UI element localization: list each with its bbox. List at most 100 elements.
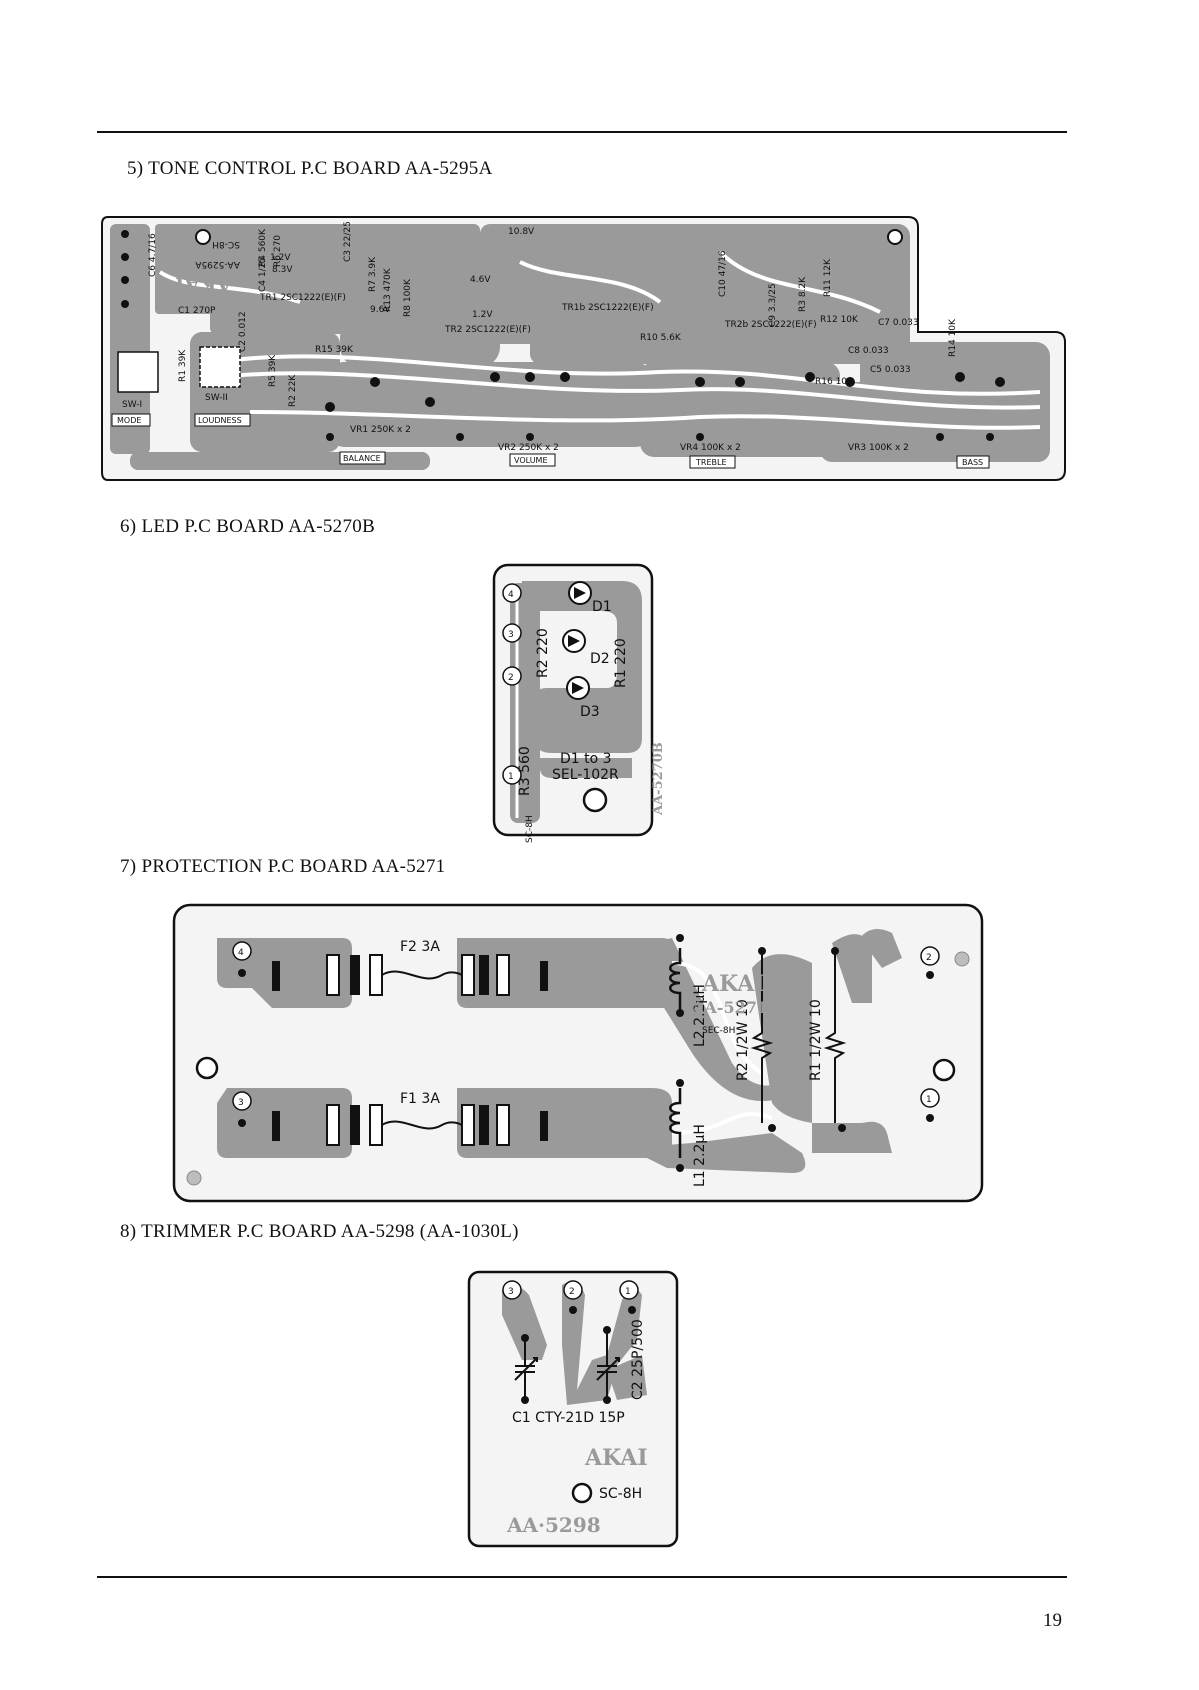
led-board-number: AA-5270B xyxy=(651,742,666,816)
tone-part-c4: C4 1/25 xyxy=(258,257,268,292)
tone-voltage-3: 9.6V xyxy=(370,305,391,315)
led-d3-label: D3 xyxy=(580,704,600,720)
trimmer-terminal-1: 1 xyxy=(625,1287,631,1297)
mode-label: MODE xyxy=(117,416,141,425)
balance-label: BALANCE xyxy=(343,454,381,463)
inductor-l2-label: L2 2.2μH xyxy=(692,984,708,1047)
led-d1-label: D1 xyxy=(592,599,612,615)
tone-board-copper xyxy=(110,224,1050,470)
tone-control-board: AKAI AA-5295A SC-8H TR1 2SC1222(E)(F) TR… xyxy=(101,216,1066,481)
tone-voltage-1: 8.3V xyxy=(272,265,293,275)
tone-voltage-6: 10.8V xyxy=(508,227,535,237)
protection-board-number: AA-5271 xyxy=(691,998,768,1017)
section-title-trimmer: 8) TRIMMER P.C BOARD AA-5298 (AA-1030L) xyxy=(120,1221,519,1242)
trimmer-c2-label: C2 25P/500 xyxy=(630,1319,646,1400)
led-d2-label: D2 xyxy=(590,651,610,667)
tone-part-c2: C2 0.012 xyxy=(238,311,248,352)
tone-sw2 xyxy=(199,346,241,388)
tone-part-r13: R13 470K xyxy=(383,267,393,312)
protection-series: SEC-8H xyxy=(702,1026,735,1036)
led-d1-symbol xyxy=(568,581,592,605)
protection-terminals xyxy=(232,941,940,1111)
led-terminals xyxy=(502,583,522,785)
tone-board-pads xyxy=(121,230,1005,441)
fuse-f2-label: F2 3A xyxy=(400,939,440,955)
tone-tr1: TR1 2SC1222(E)(F) xyxy=(259,293,346,303)
tone-part-c6: C6 4.7/16 xyxy=(148,233,158,277)
tone-voltage-5: 1.2V xyxy=(472,310,493,320)
tone-part-c10: C10 47/16 xyxy=(718,250,728,297)
inductor-l1 xyxy=(669,1088,682,1158)
page-number: 19 xyxy=(1043,1610,1062,1631)
led-mount-hole xyxy=(582,787,608,813)
tone-voltage-4: 4.6V xyxy=(470,275,491,285)
led-d2-symbol xyxy=(562,629,586,653)
tone-part-c3: C3 22/25 xyxy=(343,221,353,262)
vr3-label: VR3 100K x 2 xyxy=(848,443,909,453)
led-d3-symbol xyxy=(566,676,590,700)
led-board: 4 3 2 1 D1 D2 D3 R2 220 R1 220 R3 560 D1… xyxy=(492,563,666,843)
trimmer-c1-symbol xyxy=(514,1338,538,1400)
vr4-label: VR4 100K x 2 xyxy=(680,443,741,453)
tone-logo: AKAI xyxy=(175,273,233,297)
protection-terminal-4: 4 xyxy=(238,948,244,958)
led-r3-label: R3 560 xyxy=(517,746,533,796)
fuse-f1-label: F1 3A xyxy=(400,1091,440,1107)
protection-corner-dot xyxy=(186,1170,202,1186)
tone-tr2: TR2 2SC1222(E)(F) xyxy=(444,325,531,335)
tone-part-c1: C1 270P xyxy=(178,306,216,316)
tone-mount-hole-right xyxy=(887,229,903,245)
resistor-r2 xyxy=(750,953,774,1123)
trimmer-terminals xyxy=(502,1280,639,1300)
inductor-l2 xyxy=(669,948,682,1013)
resistor-r2-label: R2 1/2W 10 xyxy=(735,999,751,1081)
led-terminal-3: 3 xyxy=(508,630,514,640)
protection-board-traces xyxy=(671,961,773,1135)
vr1-label: VR1 250K x 2 xyxy=(350,425,411,435)
led-r2-label: R2 220 xyxy=(535,628,551,678)
led-terminal-4: 4 xyxy=(508,590,514,600)
trimmer-terminal-2: 2 xyxy=(569,1287,575,1297)
led-r1-label: R1 220 xyxy=(613,638,629,688)
led-terminal-2: 2 xyxy=(508,673,514,683)
tone-part-c7: C7 0.033 xyxy=(878,318,919,328)
tone-part-r2: R2 22K xyxy=(288,374,298,407)
tone-board-traces xyxy=(158,250,1041,430)
trimmer-board-number: AA·5298 xyxy=(506,1513,601,1537)
tone-part-c9: C9 3.3/25 xyxy=(768,283,778,327)
treble-label: TREBLE xyxy=(695,458,727,467)
tone-sw2-label: SW-II xyxy=(205,393,228,403)
tone-part-r6: R6 270 xyxy=(273,235,283,267)
volume-label: VOLUME xyxy=(514,456,548,465)
tone-part-c5: C5 0.033 xyxy=(870,365,911,375)
protection-logo: AKAI xyxy=(701,971,765,997)
tone-tr1b: TR1b 2SC1222(E)(F) xyxy=(561,303,654,313)
resistor-r1 xyxy=(823,953,847,1123)
tone-sw1-label: SW-I xyxy=(122,400,142,410)
fuse-f1 xyxy=(272,1104,548,1146)
protection-terminal-3: 3 xyxy=(238,1098,244,1108)
bottom-rule xyxy=(97,1576,1067,1578)
tone-board-number: AA-5295A xyxy=(194,259,240,269)
tone-part-r1: R1 39K xyxy=(178,349,188,382)
fuse-f2 xyxy=(272,954,548,996)
tone-part-r12: R12 10K xyxy=(820,315,859,325)
loudness-label: LOUDNESS xyxy=(198,416,242,425)
section-title-tone-control: 5) TONE CONTROL P.C BOARD AA-5295A xyxy=(127,158,493,179)
tone-part-r3: R3 8.2K xyxy=(798,276,808,312)
bass-label: BASS xyxy=(962,458,983,467)
vr2-label: VR2 250K x 2 xyxy=(498,443,559,453)
section-title-protection: 7) PROTECTION P.C BOARD AA-5271 xyxy=(120,856,446,877)
trimmer-terminal-3: 3 xyxy=(508,1287,514,1297)
tone-part-r7: R7 3.9K xyxy=(368,256,378,292)
protection-board: F2 3A F1 3A 4 3 2 1 L2 2.2μH L1 2.2μH R2… xyxy=(172,903,984,1203)
inductor-l1-label: L1 2.2μH xyxy=(692,1124,708,1187)
trimmer-c2-symbol xyxy=(596,1330,620,1400)
tone-series: SC-8H xyxy=(212,239,240,249)
protection-terminal-2: 2 xyxy=(926,953,932,963)
tone-part-r10: R10 5.6K xyxy=(640,333,682,343)
protection-terminal-1: 1 xyxy=(926,1095,932,1105)
tone-voltage-2: 1.2V xyxy=(270,253,291,263)
tone-part-r16: R16 10K xyxy=(815,377,854,387)
trimmer-logo: AKAI xyxy=(584,1445,648,1471)
